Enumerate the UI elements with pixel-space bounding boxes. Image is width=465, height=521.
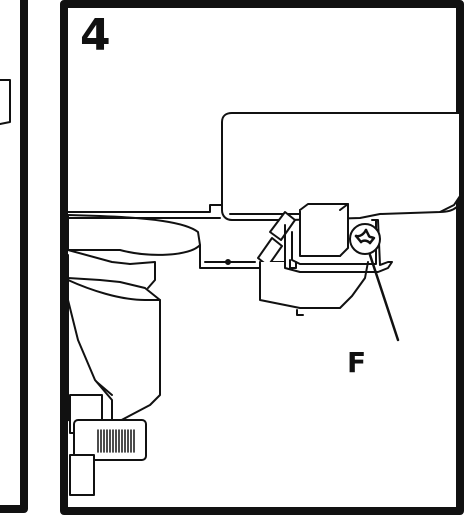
step-number: 4 — [80, 10, 111, 61]
screw-icon — [354, 228, 376, 245]
screw-head — [349, 223, 381, 255]
light-housing — [67, 204, 291, 496]
knob-knurling — [97, 429, 135, 453]
cover-box — [221, 112, 463, 221]
previous-panel-frame — [0, 0, 28, 513]
sensor-bracket — [257, 203, 393, 316]
callout-label-f: F — [347, 346, 367, 379]
callout-leader — [368, 253, 400, 342]
